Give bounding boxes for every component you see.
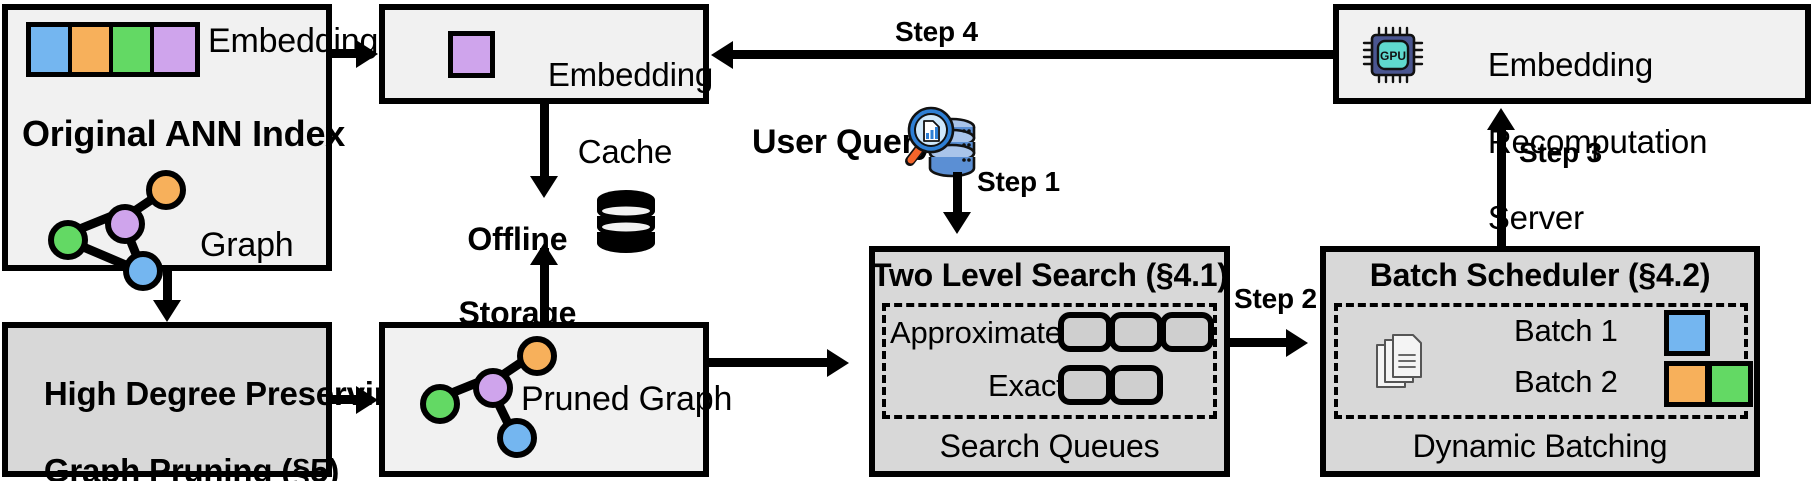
exact-queue-label: Exact [988, 368, 1065, 403]
index-to-pruning-head [153, 300, 181, 322]
gpu-icon-text: GPU [1380, 49, 1406, 63]
batch-1-label: Batch 1 [1514, 313, 1618, 348]
pruning-to-pruned-line [332, 395, 362, 404]
search-queues-panel [882, 303, 1217, 419]
documents-stack-icon [1376, 334, 1422, 388]
batch-2-swatch-orange [1664, 361, 1710, 407]
recomputation-server-box [1333, 4, 1811, 104]
graph-node-purple [473, 368, 513, 408]
step4-arrow-line [733, 50, 1333, 59]
graph-node-orange [146, 170, 186, 210]
embedding-cache-box [379, 4, 709, 104]
step3-arrow-line [1497, 128, 1506, 248]
step1-label: Step 1 [977, 166, 1060, 197]
cache-to-storage-head [530, 176, 558, 198]
approximate-queue-slot [1058, 312, 1112, 352]
step4-arrow-head [711, 41, 733, 69]
gpu-chip-icon: GPU [1362, 26, 1424, 84]
pruned-graph-label: Pruned Graph [521, 380, 733, 418]
two-level-search-box [869, 246, 1230, 477]
batch-1-swatch-blue [1664, 310, 1710, 356]
batch-scheduler-title: Batch Scheduler (§4.2) [1369, 257, 1711, 293]
graph-label: Graph [200, 226, 294, 264]
cache-to-storage-line [540, 104, 549, 182]
exact-queue-slot [1109, 365, 1163, 405]
graph-node-purple [105, 204, 145, 244]
search-queues-footer: Search Queues [939, 428, 1160, 464]
two-level-search-title: Two Level Search (§4.1) [872, 257, 1228, 293]
recomputation-server-title: Embedding Recomputation Server [1452, 8, 1708, 276]
recomputation-server-line1: Embedding [1487, 46, 1654, 84]
user-query-search-database-icon [905, 106, 976, 178]
dynamic-batching-footer: Dynamic Batching [1412, 428, 1668, 464]
arrow-index-to-cache-head [356, 40, 378, 68]
embedding-cell-green [113, 27, 154, 72]
graph-node-blue [123, 251, 163, 291]
batch-2-swatch-green [1707, 361, 1753, 407]
step4-label: Step 4 [895, 16, 978, 47]
pruned-to-search-head [827, 349, 849, 377]
step3-arrow-head [1487, 108, 1515, 130]
pruned-to-storage-head [530, 243, 558, 265]
offline-storage-database-icon [597, 190, 655, 253]
graph-pruning-box [2, 322, 332, 477]
embedding-cell-purple [154, 27, 195, 72]
exact-queue-slot [1058, 365, 1112, 405]
step2-arrow-line [1230, 338, 1292, 347]
embedding-vector-strip [26, 22, 200, 77]
pruned-to-storage-line [540, 248, 549, 322]
pruned-graph-widget [404, 336, 564, 458]
graph-pruning-line2: Graph Pruning (§5) [43, 451, 340, 481]
index-to-pruning-line [163, 271, 172, 306]
embedding-cache-swatch [448, 31, 495, 78]
recomputation-server-line2: Recomputation [1487, 122, 1708, 160]
pruned-to-search-line [709, 358, 833, 367]
pruning-to-pruned-head [356, 386, 378, 414]
graph-pruning-title: High Degree Preserving Graph Pruning (§5… [8, 337, 414, 481]
original-ann-index-title: Original ANN Index [22, 113, 346, 154]
embedding-cell-orange [72, 27, 113, 72]
graph-node-blue [497, 418, 537, 458]
approximate-queue-label: Approximate [890, 315, 1062, 350]
step1-arrow-head [943, 212, 971, 234]
approximate-queue-slot [1160, 312, 1214, 352]
graph-node-green [420, 384, 460, 424]
approximate-queue-slot [1109, 312, 1163, 352]
embedding-cache-title: Embedding Cache [512, 18, 713, 209]
arrow-index-to-cache-line [332, 49, 362, 58]
batch-2-label: Batch 2 [1514, 364, 1618, 399]
embedding-cache-line1: Embedding [547, 56, 714, 94]
graph-node-green [48, 220, 88, 260]
step3-label: Step 3 [1519, 137, 1602, 168]
embedding-cell-blue [31, 27, 72, 72]
original-index-graph [36, 168, 196, 291]
step1-arrow-line [953, 172, 962, 220]
embedding-cache-line2: Cache [577, 132, 673, 170]
step2-arrow-head [1286, 329, 1308, 357]
step2-label: Step 2 [1234, 283, 1317, 314]
graph-node-orange [517, 336, 557, 376]
